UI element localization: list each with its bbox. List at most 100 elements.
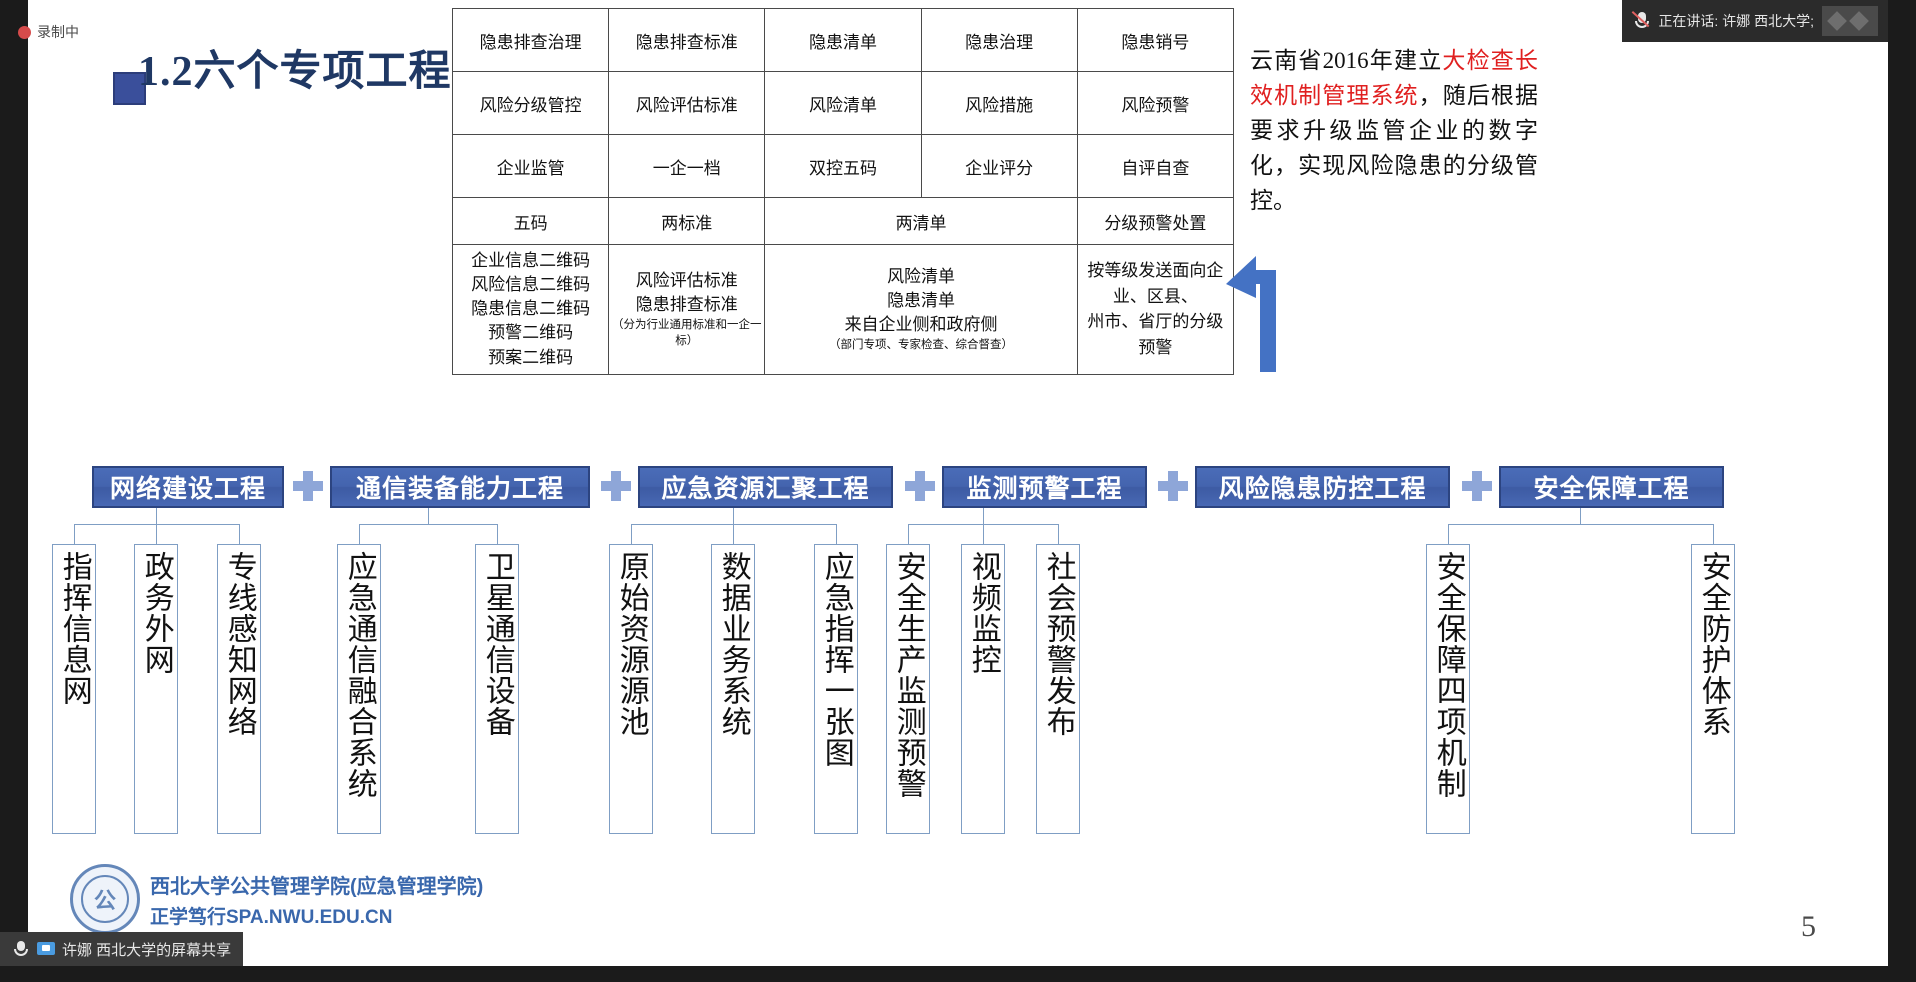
item-box-label: 应急通信融合系统	[342, 551, 376, 799]
item-box-emergency-map[interactable]: 应急指挥一张图	[814, 544, 858, 834]
cell-r3c3: 双控五码	[764, 134, 922, 198]
item-box-label: 数据业务系统	[716, 551, 750, 737]
connector	[1580, 508, 1581, 524]
connector	[836, 524, 837, 544]
item-box-label: 指挥信息网	[57, 551, 91, 706]
cell-r3c5: 自评自查	[1076, 134, 1235, 198]
recording-label: 录制中	[37, 24, 79, 40]
left-gutter	[0, 0, 28, 982]
connector	[733, 508, 734, 524]
footer-line-1: 西北大学公共管理学院(应急管理学院)	[150, 875, 484, 898]
connector	[359, 524, 360, 544]
footer-line-2: 正学笃行SPA.NWU.EDU.CN	[150, 906, 393, 928]
cell-r2c4: 风险措施	[920, 71, 1078, 135]
program-bar-safety[interactable]: 安全保障工程	[1499, 466, 1724, 508]
item-box-satellite-equipment[interactable]: 卫星通信设备	[475, 544, 519, 834]
page-number: 5	[1801, 910, 1816, 943]
item-box-protection-system[interactable]: 安全防护体系	[1691, 544, 1735, 834]
item-box-social-alert[interactable]: 社会预警发布	[1036, 544, 1080, 834]
table-row: 风险分级管控 风险评估标准 风险清单 风险措施 风险预警	[451, 71, 1235, 135]
cell-r2c2: 风险评估标准	[608, 71, 766, 135]
cell-r4c3: 两清单	[764, 197, 1078, 245]
connector	[1448, 524, 1713, 525]
table-row: 企业监管 一企一档 双控五码 企业评分 自评自查	[451, 134, 1235, 198]
cell-r1c1: 隐患排查治理	[451, 8, 610, 72]
table-row: 隐患排查治理 隐患排查标准 隐患清单 隐患治理 隐患销号	[451, 8, 1235, 72]
cell-r1c4: 隐患治理	[920, 8, 1078, 72]
connector	[983, 508, 984, 524]
cell-r2c1: 风险分级管控	[451, 71, 610, 135]
item-box-video-surveillance[interactable]: 视频监控	[961, 544, 1005, 834]
connector	[74, 524, 75, 544]
program-bar-communication[interactable]: 通信装备能力工程	[330, 466, 590, 508]
plus-icon-5	[1462, 471, 1492, 501]
cell-r5c4-warning: 按等级发送面向企业、区县、州市、省厅的分级预警	[1076, 244, 1235, 375]
item-box-dedicated-sensing[interactable]: 专线感知网络	[217, 544, 261, 834]
active-speaker-label: 正在讲话: 许娜 西北大学;	[1658, 13, 1814, 29]
cell-r3c4: 企业评分	[920, 134, 1078, 198]
cell-r1c3: 隐患清单	[764, 8, 922, 72]
cell-r1c2: 隐患排查标准	[608, 8, 766, 72]
item-box-label: 视频监控	[966, 551, 1000, 675]
shared-slide: 1.2六个专项工程 隐患排查治理 隐患排查标准 隐患清单 隐患治理 隐患销号 风…	[28, 0, 1888, 966]
desc-part2: ，随后根据要求升级监管企业的数字化，实现风险隐患的分级管控。	[1250, 82, 1539, 213]
item-box-label: 安全保障四项机制	[1431, 551, 1465, 799]
microphone-icon[interactable]	[12, 940, 30, 958]
item-box-label: 应急指挥一张图	[819, 551, 853, 768]
item-box-production-monitoring[interactable]: 安全生产监测预警	[886, 544, 930, 834]
desc-part1: 云南省2016年建立	[1250, 48, 1443, 73]
program-bar-network[interactable]: 网络建设工程	[92, 466, 284, 508]
right-gutter	[1888, 0, 1916, 982]
slide-description: 云南省2016年建立大检查长效机制管理系统，随后根据要求升级监管企业的数字化，实…	[1250, 44, 1538, 219]
cell-r5c1-text: 企业信息二维码风险信息二维码隐患信息二维码预警二维码预案二维码	[471, 251, 591, 367]
item-box-label: 社会预警发布	[1041, 551, 1075, 737]
share-bar-label: 许娜 西北大学的屏幕共享	[62, 941, 232, 959]
connector	[908, 524, 909, 544]
item-box-raw-resource-pool[interactable]: 原始资源源池	[609, 544, 653, 834]
cell-r5c2-standards: 风险评估标准隐患排查标准 （分为行业通用标准和一企一标）	[608, 244, 766, 375]
item-box-label: 政务外网	[139, 551, 173, 675]
program-bar-risk[interactable]: 风险隐患防控工程	[1195, 466, 1450, 508]
item-box-gov-extranet[interactable]: 政务外网	[134, 544, 178, 834]
cell-r5c3-sub: （部门专项、专家检查、综合督查）	[829, 339, 1014, 352]
connector	[428, 508, 429, 524]
plus-icon-1	[293, 471, 323, 501]
plus-icon-3	[905, 471, 935, 501]
cell-r4c2: 两标准	[608, 197, 766, 245]
program-bar-monitoring[interactable]: 监测预警工程	[942, 466, 1147, 508]
cell-r4c4: 分级预警处置	[1076, 197, 1235, 245]
cell-r2c3: 风险清单	[764, 71, 922, 135]
screen-share-icon[interactable]	[37, 940, 55, 958]
cell-r3c1: 企业监管	[451, 134, 610, 198]
program-bar-resources[interactable]: 应急资源汇聚工程	[638, 466, 893, 508]
program-bar-label: 安全保障工程	[1533, 476, 1690, 503]
blue-arrow-icon	[1226, 256, 1276, 372]
participant-thumbnail[interactable]	[1822, 6, 1878, 36]
cell-r3c2: 一企一档	[608, 134, 766, 198]
connector	[1448, 524, 1449, 544]
active-speaker-overlay[interactable]: 正在讲话: 许娜 西北大学;	[1622, 0, 1888, 42]
program-bar-label: 网络建设工程	[109, 476, 266, 503]
item-box-label: 安全防护体系	[1696, 551, 1730, 737]
item-box-command-network[interactable]: 指挥信息网	[52, 544, 96, 834]
record-dot-icon	[18, 25, 31, 39]
item-box-data-business-system[interactable]: 数据业务系统	[711, 544, 755, 834]
item-box-emergency-comm[interactable]: 应急通信融合系统	[337, 544, 381, 834]
desc-highlight: 大检查长效机制管理系统	[1250, 48, 1539, 108]
connector	[156, 524, 157, 544]
program-bar-label: 应急资源汇聚工程	[661, 476, 870, 503]
cell-r5c3-main: 风险清单隐患清单来自企业侧和政府侧	[844, 266, 998, 335]
screen-share-bar[interactable]: 许娜 西北大学的屏幕共享	[0, 932, 244, 966]
connector	[156, 508, 157, 524]
program-bar-label: 监测预警工程	[966, 476, 1123, 503]
connector	[1713, 524, 1714, 544]
cell-r5c3-lists: 风险清单隐患清单来自企业侧和政府侧 （部门专项、专家检查、综合督查）	[764, 244, 1078, 375]
connector	[359, 524, 497, 525]
cell-r5c1-codes: 企业信息二维码风险信息二维码隐患信息二维码预警二维码预案二维码	[451, 244, 610, 375]
six-projects-matrix: 隐患排查治理 隐患排查标准 隐患清单 隐患治理 隐患销号 风险分级管控 风险评估…	[451, 8, 1235, 375]
connector	[1058, 524, 1059, 544]
item-box-safety-four-mechanisms[interactable]: 安全保障四项机制	[1426, 544, 1470, 834]
program-bars-row: 网络建设工程 通信装备能力工程 应急资源汇聚工程 监测预警工程 风险隐患防控工程…	[60, 466, 1880, 508]
slide-title-group: 1.2六个专项工程	[113, 42, 452, 105]
